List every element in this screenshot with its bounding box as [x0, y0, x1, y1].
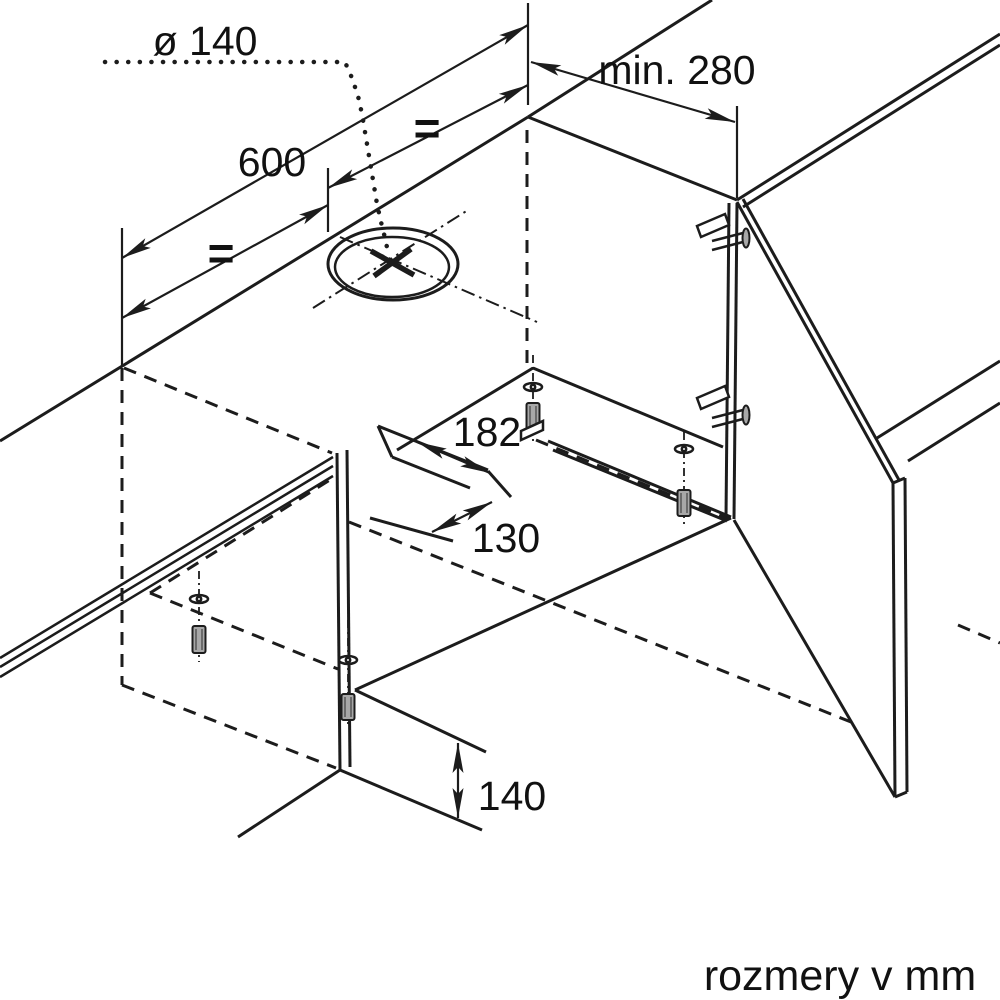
- hinge-pin: [711, 231, 744, 243]
- hinge-pin: [711, 417, 744, 429]
- mounting-screw-icon: [191, 625, 207, 654]
- dim-label-cabinet-width: 600: [238, 139, 306, 185]
- screw-tip-icon: [195, 595, 203, 603]
- dim-label-min-clearance: min. 280: [598, 47, 755, 93]
- left-rail-1: [0, 455, 334, 660]
- notch-bar-end-left: [376, 425, 394, 458]
- neighbor-bottom-edge: [237, 768, 341, 839]
- dimension-min-280: min. 280: [530, 47, 756, 198]
- fixing-bracket-icon: [695, 384, 731, 411]
- notch-step-edge: [486, 470, 513, 498]
- bottom-strip-bottom-edge: [339, 768, 483, 832]
- mounting-screw-top-right: [673, 432, 695, 524]
- cabinet-top-depth-edge: [527, 115, 738, 202]
- bottom-opening-rim: [354, 516, 732, 692]
- left-wall-front-edge: [335, 452, 342, 771]
- right-wall-front-edge-2: [732, 202, 739, 520]
- cabinet-structure: [0, 0, 1000, 839]
- dim-label-cutout-width: 130: [472, 515, 540, 561]
- shelf-right-edge: [532, 366, 724, 449]
- hidden-left-top-depth: [123, 366, 333, 455]
- dimension-140: 140: [452, 743, 546, 819]
- door-top-bevel: [892, 476, 906, 485]
- screw-tip-icon: [344, 656, 352, 664]
- hinge-pin: [711, 408, 744, 420]
- right-cabinet-front-top-edge-2: [742, 43, 1000, 209]
- dimension-600: 600 = = ø 140: [120, 3, 530, 366]
- dim-line-min-280: [530, 60, 736, 124]
- hidden-interior-edge-upper: [535, 438, 730, 521]
- door-hinge-bottom: [711, 404, 751, 429]
- dim-line-182: [416, 440, 491, 475]
- dimension-notch: 182 130: [416, 409, 540, 561]
- units-caption: rozmery v mm: [704, 952, 976, 1000]
- door-hinge-icon: [741, 227, 751, 249]
- door-panel: [732, 198, 909, 799]
- hidden-left-panel-edge: [149, 591, 339, 671]
- screw-tip-icon: [529, 383, 537, 391]
- fixing-bracket-icon: [695, 212, 731, 239]
- dim-label-equal-left: =: [208, 227, 235, 279]
- door-hinge-top: [711, 227, 751, 252]
- door-top-edge: [735, 201, 895, 484]
- hidden-edges: [120, 130, 1000, 770]
- fixing-bracket-icon: [519, 419, 545, 442]
- hidden-left-bottom-depth: [121, 683, 337, 770]
- left-rail-2: [0, 464, 334, 669]
- hinge-pin: [711, 240, 744, 252]
- door-bottom-edge: [732, 519, 897, 798]
- door-outer-edge-2: [903, 477, 909, 793]
- dim-label-cutout-depth: 182: [453, 409, 521, 455]
- hidden-back-rail: [149, 476, 334, 595]
- bottom-strip-top-edge: [354, 688, 487, 754]
- door-bottom-bevel: [894, 790, 908, 799]
- mounting-screw-icon: [340, 693, 356, 721]
- door-hinge-icon: [741, 404, 751, 426]
- dim-label-bottom-height: 140: [478, 773, 546, 819]
- mounting-screw-left-wall: [337, 620, 359, 726]
- mounting-screw-icon: [676, 489, 692, 517]
- right-cabinet-bottom-edge: [876, 359, 1000, 440]
- hidden-right-edge: [957, 623, 1000, 645]
- dim-label-equal-right: =: [414, 102, 441, 154]
- right-wall-bottom-edge: [547, 439, 732, 519]
- left-rail-3: [0, 474, 334, 679]
- fixing-hardware: [519, 212, 751, 442]
- screw-tip-icon: [680, 445, 688, 453]
- right-wall-bottom-edge-2: [552, 448, 728, 523]
- door-outer-edge: [891, 482, 897, 798]
- door-top-edge-2: [741, 198, 901, 481]
- right-cabinet-bottom-edge-2: [907, 401, 1000, 463]
- dim-line-equal-left: [121, 204, 329, 319]
- notch-front-edge: [369, 516, 454, 543]
- right-wall-front-edge: [724, 202, 731, 519]
- dim-line-130: [431, 501, 493, 533]
- right-cabinet-front-top-edge: [736, 32, 1000, 202]
- dim-label-hole-diameter: ø 140: [153, 18, 258, 64]
- hidden-interior-edge-lower: [348, 520, 852, 724]
- dim-line-equal-right: [327, 84, 529, 189]
- mounting-screw-left-cabinet: [188, 571, 210, 662]
- shelf-back-edge: [396, 366, 534, 452]
